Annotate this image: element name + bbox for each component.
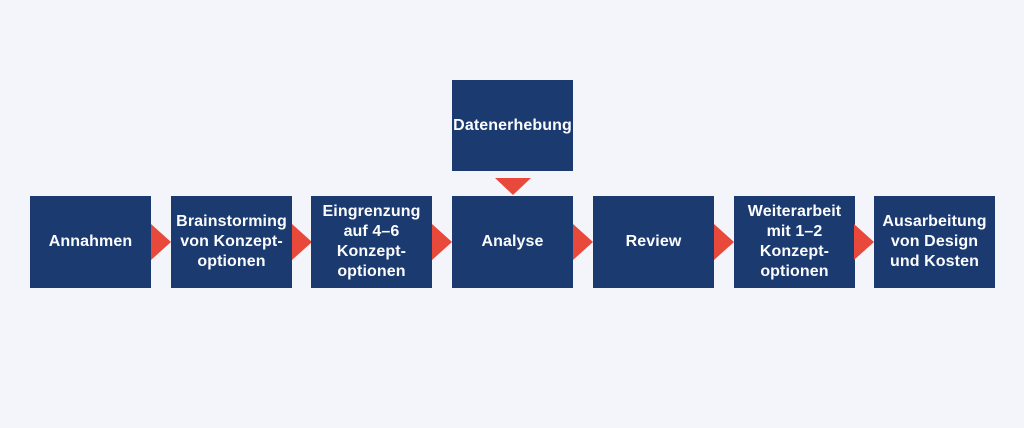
step-box-ausarbeitung: Ausarbeitung von Design und Kosten (874, 196, 995, 288)
arrow-right-icon (292, 224, 312, 260)
step-box-analyse: Analyse (452, 196, 573, 288)
step-label: Analyse (481, 233, 544, 250)
step-label: Annahmen (48, 233, 133, 250)
step-box-eingrenzung: Eingrenzung auf 4–6 Konzept- optionen (311, 196, 432, 288)
step-box-datenerhebung: Datenerhebung (452, 80, 573, 171)
step-label: Eingrenzung auf 4–6 Konzept- optionen (322, 203, 421, 280)
arrow-right-icon (854, 224, 874, 260)
step-label: Review (625, 233, 682, 250)
arrow-right-icon (573, 224, 593, 260)
arrow-down-icon (495, 178, 531, 195)
step-label: Weiterarbeit mit 1–2 Konzept- optionen (747, 203, 842, 280)
step-box-review: Review (593, 196, 714, 288)
arrow-right-icon (432, 224, 452, 260)
step-box-brainstorming: Brainstorming von Konzept- optionen (171, 196, 292, 288)
step-label: Brainstorming von Konzept- optionen (176, 213, 287, 270)
arrow-right-icon (714, 224, 734, 260)
step-label: Ausarbeitung von Design und Kosten (882, 213, 987, 270)
step-label: Datenerhebung (453, 116, 572, 134)
step-box-annahmen: Annahmen (30, 196, 151, 288)
step-box-weiterarbeit: Weiterarbeit mit 1–2 Konzept- optionen (734, 196, 855, 288)
arrow-right-icon (151, 224, 171, 260)
